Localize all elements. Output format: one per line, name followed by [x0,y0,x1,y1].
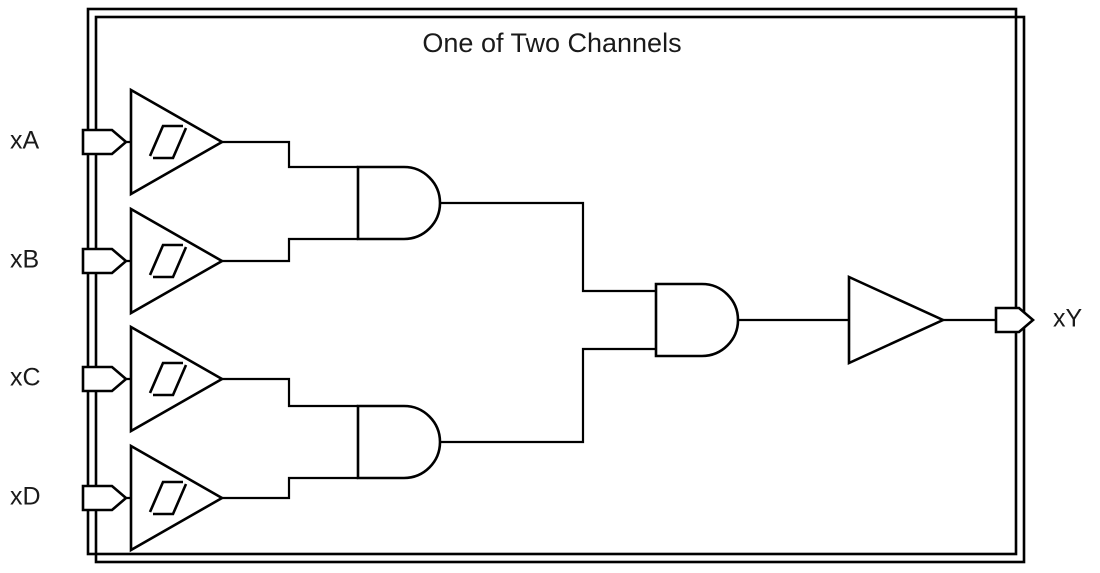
and-gate-ab[interactable] [356,165,656,293]
wire-bufferA-to-and-ab [222,140,358,169]
and-gate-final-body[interactable] [654,282,740,358]
input-pin-xD-icon[interactable] [81,484,128,512]
input-label-xC: xC [10,364,41,392]
hysteresis-icon [148,124,188,160]
input-label-xA: xA [10,127,40,155]
output-port-xY[interactable]: xY [994,305,1083,334]
schmitt-buffer-xC-triangle[interactable] [129,324,225,434]
output-pin-xY-icon[interactable] [994,306,1035,334]
hysteresis-icon [148,361,188,397]
and-gate-final[interactable] [654,282,849,358]
diagram-title: One of Two Channels [422,28,681,58]
wire-and-cd-to-final [440,347,656,444]
input-label-xD: xD [10,483,41,511]
input-port-xB[interactable]: xB [10,246,191,275]
input-label-xB: xB [10,246,39,274]
schmitt-buffer-xB[interactable] [129,206,358,316]
schmitt-buffer-xC[interactable] [129,324,358,434]
output-label-xY: xY [1053,305,1083,333]
wire-and-ab-to-final [440,201,656,293]
output-buffer-triangle[interactable] [847,274,947,366]
package-inner-border [94,15,1026,564]
input-pin-xB-icon[interactable] [81,247,128,275]
schmitt-buffer-xA-triangle[interactable] [129,87,225,197]
input-port-xA[interactable]: xA [10,127,191,156]
hysteresis-icon [148,243,188,279]
and-gate-cd-body[interactable] [356,404,442,480]
schmitt-buffer-xA[interactable] [129,87,358,197]
schmitt-buffer-xD-triangle[interactable] [129,443,225,553]
input-port-xD[interactable]: xD [10,483,191,512]
hysteresis-icon [148,480,188,516]
wire-bufferC-to-and-cd [222,377,358,408]
input-pin-xA-icon[interactable] [81,128,128,156]
output-buffer[interactable] [847,274,999,366]
schmitt-buffer-xB-triangle[interactable] [129,206,225,316]
package-outer-border [86,7,1018,556]
schmitt-buffer-xD[interactable] [129,443,358,553]
package-outline [86,7,1026,564]
and-gate-cd[interactable] [356,347,656,480]
input-pin-xC-icon[interactable] [81,365,128,393]
wire-bufferD-to-and-cd [222,476,358,500]
wire-bufferB-to-and-ab [222,237,358,263]
and-gate-ab-body[interactable] [356,165,442,241]
